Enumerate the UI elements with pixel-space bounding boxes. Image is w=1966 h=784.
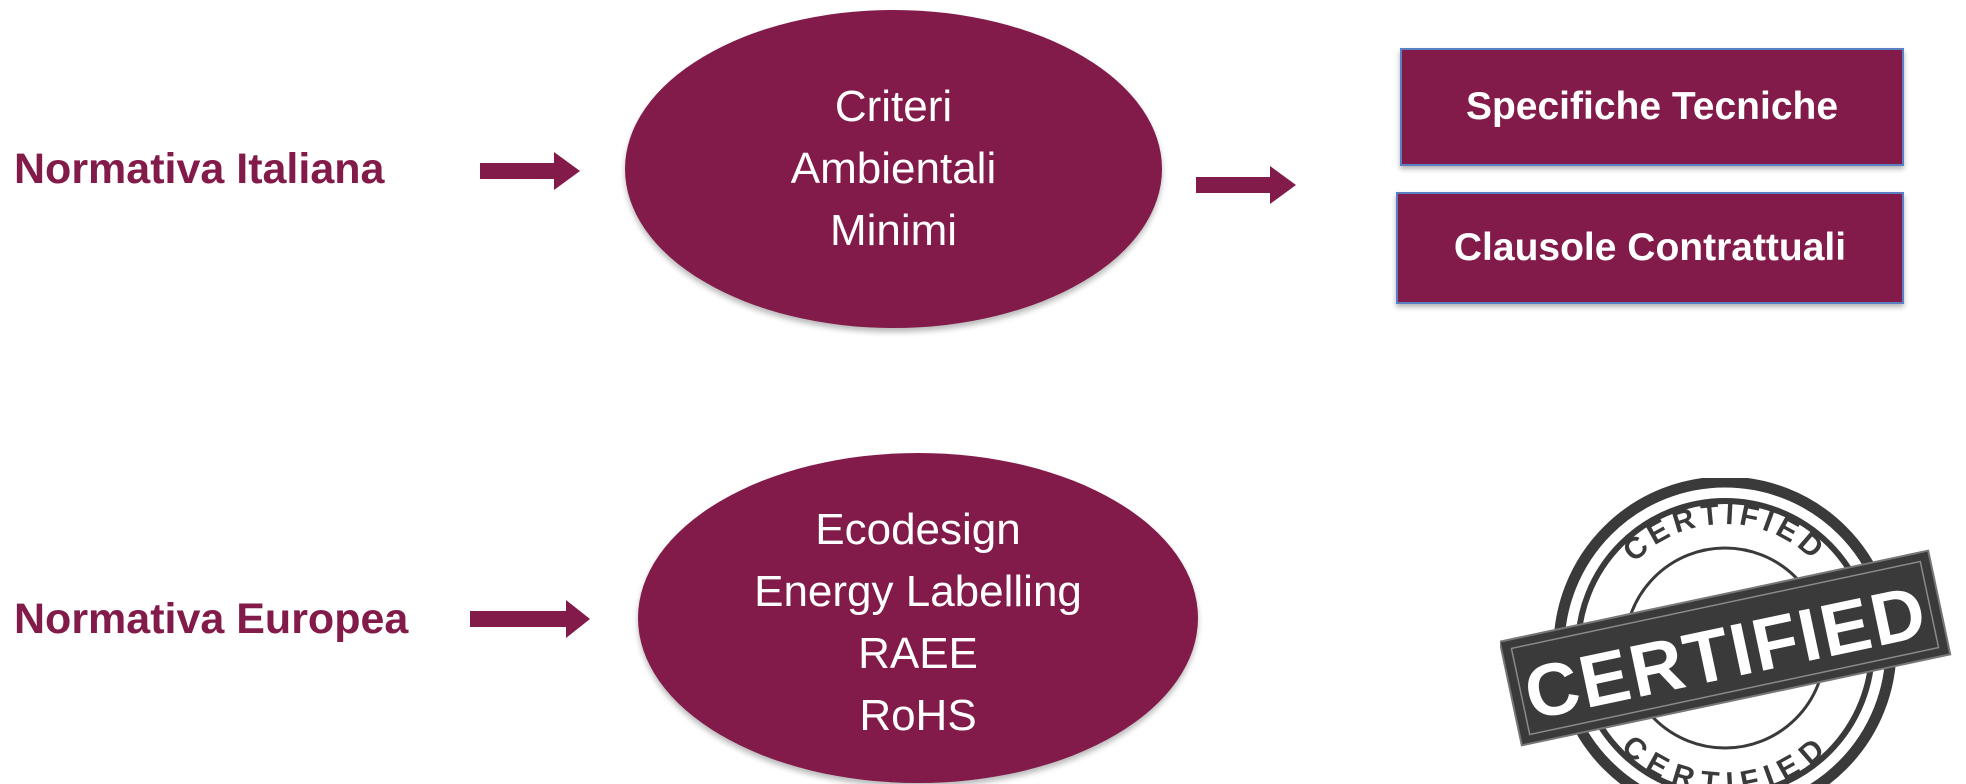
- ellipse-normative-europee: Ecodesign Energy Labelling RAEE RoHS: [638, 453, 1198, 783]
- label-normativa-italiana: Normativa Italiana: [14, 145, 385, 193]
- ellipse-line: Criteri: [834, 82, 953, 131]
- arrow-right-icon: [480, 152, 580, 190]
- ellipse-line: Energy Labelling: [754, 567, 1082, 616]
- ellipse-line: Minimi: [829, 206, 958, 255]
- arrow-right-icon: [1196, 166, 1296, 204]
- ellipse-line: RoHS: [859, 691, 977, 740]
- ellipse-line: RAEE: [858, 629, 978, 678]
- ellipse-line: Ambientali: [790, 144, 997, 193]
- certified-stamp-icon: CERTIFIED CERTIFIED CERTIFIED: [1500, 478, 1952, 784]
- label-normativa-europea: Normativa Europea: [14, 595, 409, 643]
- arrow-right-icon: [470, 600, 590, 638]
- ellipse-line: Ecodesign: [815, 505, 1021, 554]
- ellipse-criteri-ambientali-minimi: Criteri Ambientali Minimi: [625, 10, 1162, 328]
- box-clausole-contrattuali: Clausole Contrattuali: [1396, 192, 1904, 304]
- box-specifiche-tecniche: Specifiche Tecniche: [1400, 48, 1904, 166]
